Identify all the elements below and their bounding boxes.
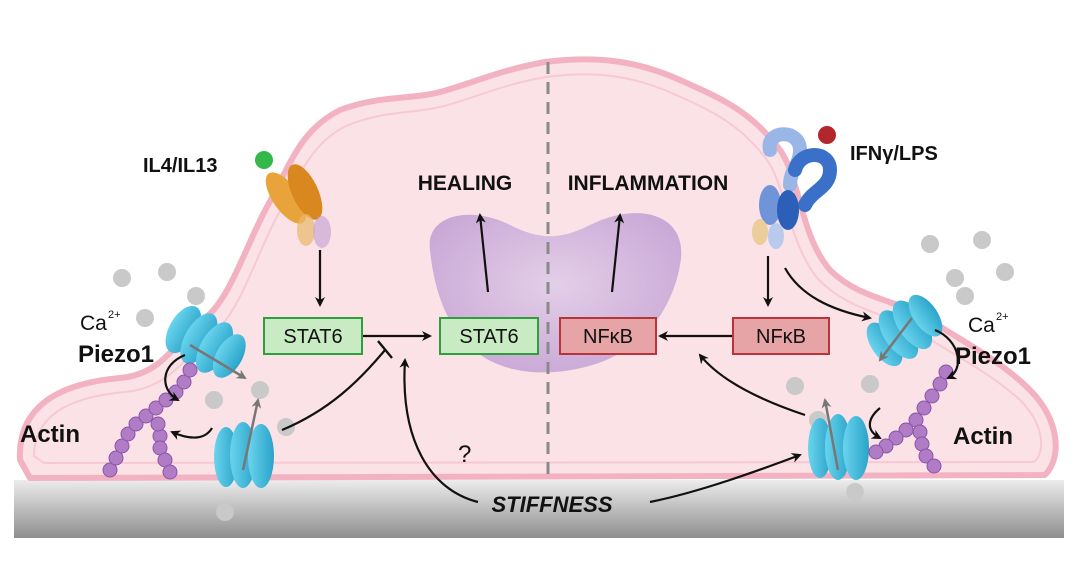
calcium-ion-icon <box>205 391 223 409</box>
calcium-ion-icon <box>921 235 939 253</box>
nfkb-nucleus-box <box>559 317 657 355</box>
piezo1-right-label: Piezo1 <box>955 343 1031 370</box>
stat6-nucleus-box <box>439 317 539 355</box>
piezo1-channel-icon <box>808 414 869 480</box>
calcium-left-superscript: 2+ <box>108 309 121 321</box>
piezo1-channel-icon <box>866 294 943 367</box>
calcium-right-superscript: 2+ <box>996 311 1009 323</box>
nfkb-cytoplasm-box <box>732 317 830 355</box>
calcium-right-label: Ca <box>968 314 995 337</box>
calcium-ion-icon <box>251 381 269 399</box>
calcium-ion-icon <box>861 375 879 393</box>
calcium-ion-icon <box>216 503 234 521</box>
piezo1-channel-icon <box>214 422 274 488</box>
calcium-ions <box>113 231 1014 521</box>
ifn-receptor-icon <box>752 126 838 249</box>
question-mark: ? <box>458 441 471 468</box>
stat6-nucleus-label: STAT6 <box>459 326 518 348</box>
ifn-ligand <box>818 126 836 144</box>
actin-left-label: Actin <box>20 421 80 448</box>
calcium-ion-icon <box>956 287 974 305</box>
calcium-ion-icon <box>277 418 295 436</box>
calcium-ion-icon <box>786 377 804 395</box>
il4-ligand <box>255 151 273 169</box>
calcium-ion-icon <box>136 309 154 327</box>
calcium-ion-icon <box>187 287 205 305</box>
nfkb-nucleus-label: NFκB <box>583 326 633 348</box>
calcium-ion-icon <box>846 483 864 501</box>
calcium-ion-icon <box>996 263 1014 281</box>
actin-filament-icon <box>102 362 198 480</box>
nfkb-cytoplasm-label: NFκB <box>756 326 806 348</box>
healing-label: HEALING <box>418 172 513 195</box>
calcium-ion-icon <box>973 231 991 249</box>
stiffness-label: STIFFNESS <box>491 492 612 517</box>
stat6-cytoplasm-box <box>263 317 363 355</box>
inflammation-label: INFLAMMATION <box>568 172 729 195</box>
calcium-ion-icon <box>113 269 131 287</box>
calcium-ion-icon <box>946 269 964 287</box>
substrate <box>14 480 1064 538</box>
calcium-left-label: Ca <box>80 312 107 335</box>
il4-receptor-icon <box>255 151 331 248</box>
actin-right-label: Actin <box>953 423 1013 450</box>
piezo1-left-label: Piezo1 <box>78 341 154 368</box>
ifn-label: IFNγ/LPS <box>850 143 938 165</box>
stat6-cytoplasm-label: STAT6 <box>283 326 342 348</box>
calcium-ion-icon <box>158 263 176 281</box>
piezo1-channel-icon <box>165 305 246 378</box>
il4-label: IL4/IL13 <box>143 155 217 177</box>
